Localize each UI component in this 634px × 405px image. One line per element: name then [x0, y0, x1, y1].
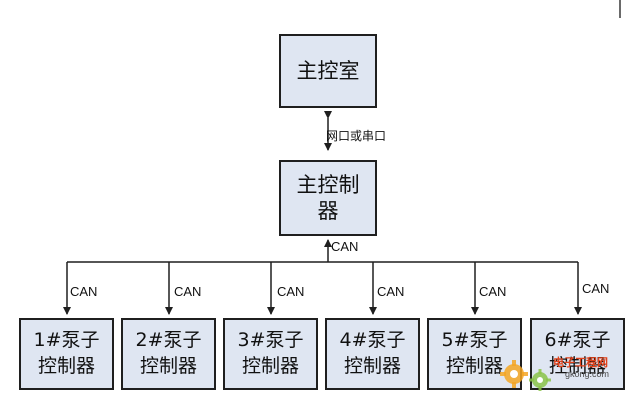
pump-3-line-1: 3#泵子	[237, 329, 304, 352]
edge-divider	[619, 0, 621, 18]
pump-controller-4: 4#泵子 控制器	[325, 318, 420, 390]
room-controller-link-label: 网口或串口	[326, 129, 387, 143]
pump-controller-1: 1#泵子 控制器	[19, 318, 114, 390]
pump-5-line-2: 控制器	[445, 355, 503, 377]
drop-1-label: CAN	[70, 284, 98, 299]
pump-6-line-2: 控制器	[548, 355, 606, 377]
bus-trunk-label: CAN	[331, 239, 359, 254]
pump-4-line-2: 控制器	[343, 355, 401, 377]
pump-controller-3: 3#泵子 控制器	[223, 318, 318, 390]
watermark-url: gkong.com	[565, 369, 610, 379]
drop-5-label: CAN	[479, 284, 507, 299]
pump-2-line-1: 2#泵子	[135, 329, 202, 352]
drop-6-label: CAN	[582, 281, 610, 296]
control-room-node: 主控室	[279, 34, 377, 108]
watermark-text: 电子工程网	[553, 356, 608, 369]
drop-3-label: CAN	[277, 284, 305, 299]
pump-controller-2: 2#泵子 控制器	[121, 318, 216, 390]
main-controller-node: 主控制器	[279, 160, 377, 236]
drop-2-label: CAN	[174, 284, 202, 299]
pump-1-line-1: 1#泵子	[33, 329, 100, 352]
gear-icon	[500, 360, 528, 388]
watermark-logo	[500, 360, 551, 391]
pump-3-line-2: 控制器	[241, 355, 299, 377]
control-room-label: 主控室	[296, 58, 360, 83]
pump-4-line-1: 4#泵子	[339, 329, 406, 352]
pump-1-line-2: 控制器	[37, 355, 95, 377]
main-controller-label: 主控制器	[296, 172, 360, 223]
pump-6-line-1: 6#泵子	[544, 329, 611, 352]
pump-2-line-2: 控制器	[139, 355, 197, 377]
gear-small-icon	[529, 369, 551, 391]
pump-5-line-1: 5#泵子	[441, 329, 508, 352]
drop-4-label: CAN	[377, 284, 405, 299]
